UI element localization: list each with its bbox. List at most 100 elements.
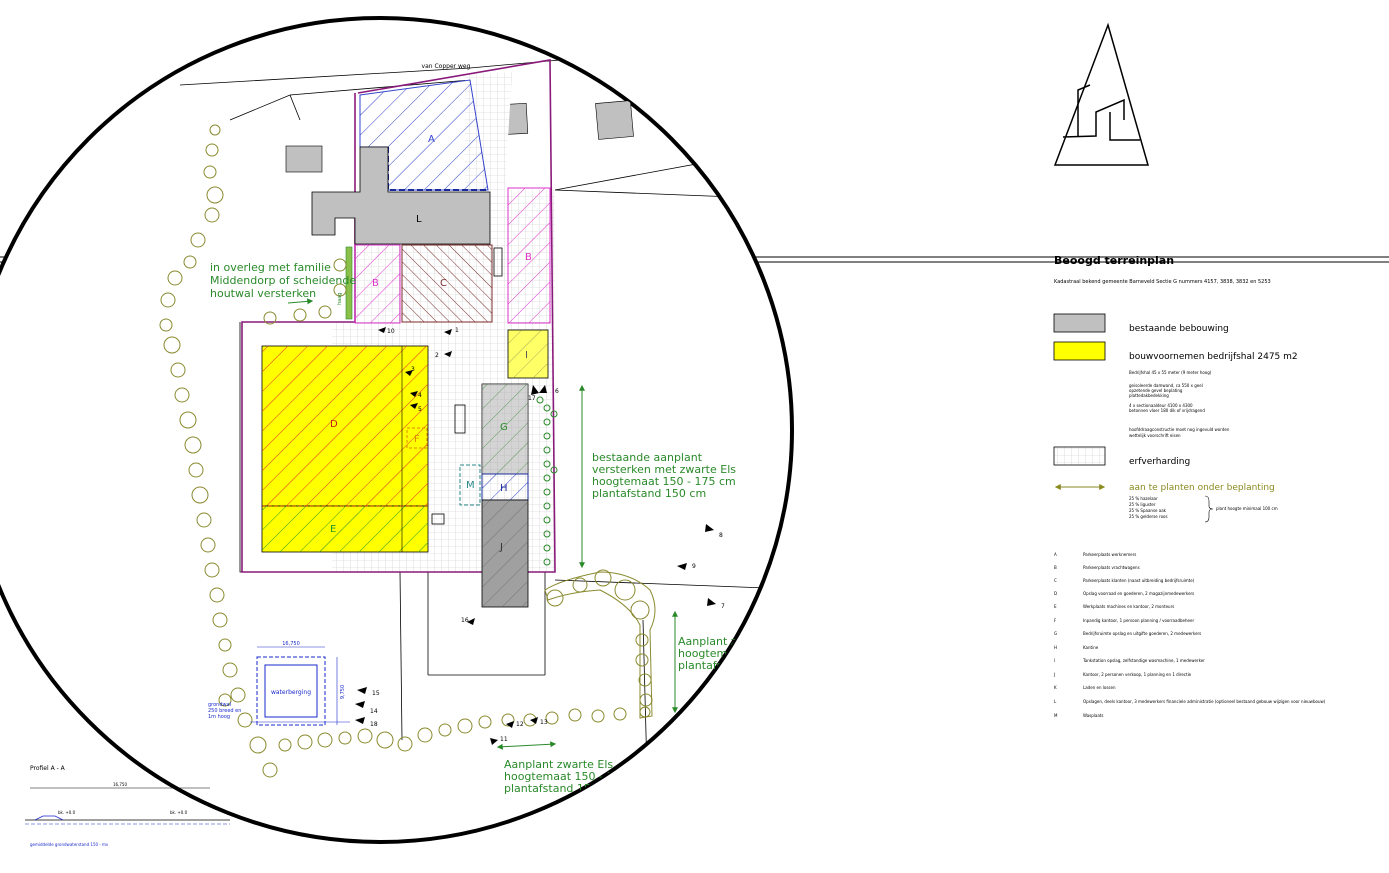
- new-hall-e-hatch: [262, 506, 428, 552]
- hedge-label: haag: [337, 293, 343, 305]
- profile-dim-label: 16,750: [113, 782, 127, 787]
- photo-arrow: [531, 385, 539, 395]
- zone-j-hatch: [482, 500, 528, 607]
- profile-section: Profiel A - A 16,750 bk. +0.0 bk. +0.0 g…: [25, 765, 230, 847]
- dim-top-label: 16,750: [282, 641, 300, 647]
- label-g: G: [500, 422, 508, 433]
- photo-label: 16: [461, 617, 469, 624]
- neighbour-building: [595, 100, 634, 140]
- svg-text:G: G: [1054, 631, 1057, 636]
- svg-text:A: A: [1054, 552, 1057, 557]
- photo-label: 15: [372, 690, 380, 697]
- svg-text:E: E: [1054, 604, 1057, 609]
- legend-subtitle: Kadastraal bekend gemeente Barneveld Sec…: [1054, 279, 1271, 285]
- svg-text:Werkplaats machines en kantoor: Werkplaats machines en kantoor, 2 monteu…: [1083, 604, 1174, 609]
- photo-arrow: [707, 598, 716, 606]
- profile-title: Profiel A - A: [30, 765, 66, 772]
- photo-arrow: [410, 391, 418, 397]
- zone-f: [406, 427, 428, 449]
- svg-text:grondwal: grondwal: [208, 702, 231, 708]
- svg-text:250 breed en: 250 breed en: [208, 708, 241, 714]
- profile-left-level: bk. +0.0: [58, 810, 76, 815]
- svg-text:Parkeerplaats vrachtwagens: Parkeerplaats vrachtwagens: [1083, 565, 1140, 570]
- photo-arrow: [467, 618, 475, 625]
- legend-existing-swatch: [1053, 313, 1106, 333]
- new-hall-d-hatch: [262, 346, 428, 506]
- svg-text:plantafstand 150 cm: plantafstand 150 cm: [678, 659, 792, 672]
- photo-label: 17: [528, 395, 536, 402]
- zone-c: [401, 244, 493, 323]
- photo-arrow: [539, 385, 547, 393]
- svg-text:25 % gelderse roos: 25 % gelderse roos: [1129, 514, 1168, 519]
- svg-text:in overleg met familie: in overleg met familie: [210, 261, 331, 274]
- legend-new-notes: Bedrijfshal 45 x 55 meter (9 meter hoog)…: [1129, 370, 1230, 438]
- photo-arrow: [357, 687, 367, 694]
- zone-i-hatch: [508, 330, 548, 378]
- hedge: [345, 246, 353, 320]
- photo-arrow: [355, 701, 365, 708]
- planting-arrow-bottom: [496, 741, 557, 750]
- photo-label: 9: [692, 563, 696, 570]
- dim-side-label: 9,750: [340, 685, 346, 699]
- svg-text:Inpandig kantoor, 1 persoon pl: Inpandig kantoor, 1 persoon planning / v…: [1083, 618, 1194, 623]
- svg-text:1m hoog: 1m hoog: [208, 714, 230, 720]
- annotation-right: Aanplant zwarte Els hoogtemaat 150 - 175…: [678, 635, 792, 672]
- photo-arrow: [530, 717, 538, 724]
- zone-g: [481, 383, 529, 475]
- zone-g-bg: [482, 384, 528, 474]
- box-small: [431, 513, 445, 525]
- tree-row-right: [536, 396, 558, 566]
- legend-planting-height: plant hoogte minimaal 100 cm: [1216, 506, 1278, 511]
- svg-text:I: I: [1054, 658, 1055, 663]
- annotation-family: in overleg met familie Middendorp of sch…: [210, 261, 356, 300]
- svg-text:K: K: [1054, 685, 1057, 690]
- north-arrow-icon: [1053, 22, 1149, 166]
- label-b-right: B: [525, 252, 532, 263]
- svg-text:4 x sectionaaldeur 4100 x 4300: 4 x sectionaaldeur 4100 x 4300: [1129, 403, 1193, 408]
- label-i: I: [525, 350, 528, 361]
- svg-text:bestaande aanplant: bestaande aanplant: [592, 451, 703, 464]
- photo-label: 1: [455, 327, 459, 334]
- label-f: F: [414, 434, 420, 445]
- legend-title: Beoogd terreinplan: [1054, 254, 1174, 267]
- zone-m: [459, 464, 481, 506]
- photo-label: 6: [555, 388, 559, 395]
- svg-text:Kantine: Kantine: [1083, 645, 1099, 650]
- photo-label: 7: [721, 603, 725, 610]
- svg-text:wettelijk voorschrift eisen: wettelijk voorschrift eisen: [1129, 433, 1181, 438]
- svg-text:opzetende gevel beplating: opzetende gevel beplating: [1129, 388, 1183, 393]
- svg-text:F: F: [1054, 618, 1057, 623]
- legend-new-swatch: [1053, 341, 1106, 361]
- photo-label: 10: [387, 328, 395, 335]
- photo-arrow: [410, 403, 418, 409]
- svg-text:Middendorp of scheidende: Middendorp of scheidende: [210, 274, 356, 287]
- grondwal-note: grondwal 250 breed en 1m hoog: [208, 702, 241, 720]
- svg-text:hoofddraagconstructie moet nog: hoofddraagconstructie moet nog ingevuld …: [1129, 427, 1230, 432]
- legend-new-label: bouwvoornemen bedrijfshal 2475 m2: [1129, 352, 1298, 362]
- svg-text:D: D: [1054, 591, 1057, 596]
- svg-text:betonnen vloer 180 dik of vrij: betonnen vloer 180 dik of vrijdragend: [1129, 408, 1205, 413]
- legend-brace: [1204, 495, 1214, 523]
- tank: [454, 404, 466, 434]
- photo-arrow: [490, 738, 498, 745]
- photo-label: 3: [411, 366, 415, 373]
- photo-label: 2: [435, 352, 439, 359]
- photo-label: 12: [516, 721, 524, 728]
- svg-text:Aanplant zwarte Els: Aanplant zwarte Els: [504, 758, 613, 771]
- legend-paving-swatch: [1053, 446, 1106, 466]
- svg-text:plantafstand 150 cm: plantafstand 150 cm: [592, 487, 706, 500]
- svg-text:Bedrijfshal 45 x 55 meter (9 m: Bedrijfshal 45 x 55 meter (9 meter hoog): [1129, 370, 1212, 375]
- legend: Beoogd terreinplan Kadastraal bekend gem…: [1053, 254, 1326, 718]
- photo-label: 4: [418, 392, 422, 399]
- svg-text:L: L: [1054, 699, 1057, 704]
- svg-text:hoogtemaat 150 - 175 cm: hoogtemaat 150 - 175 cm: [592, 475, 736, 488]
- road-label: van Copper weg: [422, 63, 471, 70]
- label-l: L: [416, 214, 422, 225]
- svg-text:Opslag voorraad en goederen, 2: Opslag voorraad en goederen, 2 magazijnm…: [1083, 591, 1194, 596]
- photo-label: 5: [418, 406, 422, 413]
- svg-text:Parkeerplaats klanten (naast u: Parkeerplaats klanten (naast uitbreiding…: [1083, 578, 1195, 583]
- photo-label: 8: [719, 532, 723, 539]
- photo-arrow: [378, 327, 386, 333]
- svg-text:Parkeerplaats werknemers: Parkeerplaats werknemers: [1083, 552, 1136, 557]
